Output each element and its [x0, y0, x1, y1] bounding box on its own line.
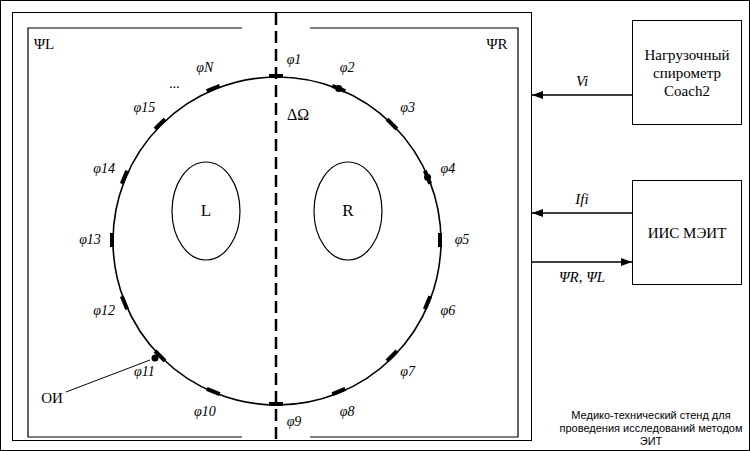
arrow-line: [532, 212, 632, 213]
electrode-label: φ6: [440, 303, 455, 318]
signal-label: Ifi: [573, 191, 590, 208]
electrode-label: φ5: [455, 232, 470, 247]
circle-outline: [113, 77, 441, 405]
electrode-label: φN: [196, 60, 213, 75]
electrode: [386, 350, 399, 363]
electrode: [154, 118, 167, 131]
electrode-label: φ9: [287, 414, 302, 429]
box-label: ИИС МЭИТ: [648, 224, 727, 242]
lung-ellipse: R: [313, 161, 383, 261]
electrode-label: φ13: [79, 232, 101, 247]
test-stand-box: Медико-технический стенд для проведения …: [12, 12, 532, 441]
object-circle: ΔΩ L R: [113, 77, 441, 405]
circle-outline: [113, 77, 441, 405]
region-bracket: [28, 28, 242, 437]
signal-arrow: [532, 258, 632, 266]
arrow-head: [621, 258, 632, 266]
signal-arrow: [532, 209, 632, 217]
electrode-label: φ4: [440, 161, 455, 176]
electrode-label: φ11: [134, 364, 155, 379]
callout-label: ОИ: [41, 390, 63, 407]
electrode-label: φ14: [93, 161, 115, 176]
stand-caption: Медико-технический стенд для проведения …: [556, 409, 746, 449]
arrow-head: [532, 91, 543, 99]
region-label: ΨL: [34, 36, 54, 53]
electrode-label: φ8: [340, 404, 355, 419]
arrow-line: [532, 94, 632, 95]
region-label: ΔΩ: [287, 105, 309, 124]
electrode-label: φ2: [340, 60, 355, 75]
electrode-label: φ7: [400, 364, 415, 379]
ellipse-outline: [314, 162, 382, 260]
signal-arrow: [532, 91, 632, 99]
signal-label: Vi: [574, 73, 590, 90]
lung-ellipse: L: [171, 161, 241, 261]
region-label: R: [342, 201, 353, 221]
electrode-label: ...: [169, 76, 180, 91]
electrode-label: φ10: [194, 404, 216, 419]
ellipse-outline: [172, 162, 240, 260]
region-label: ΨR: [486, 36, 507, 53]
device-box: Нагрузочный спирометр Coach2: [632, 20, 742, 125]
electrode-label: φ1: [287, 52, 302, 67]
box-label: Нагрузочный спирометр Coach2: [639, 46, 735, 100]
electrode-label: φ15: [134, 101, 156, 116]
signal-label: ΨR, ΨL: [557, 269, 607, 286]
electrode-label: φ12: [93, 303, 115, 318]
electrode-group: [110, 74, 442, 406]
arrow-line: [532, 261, 632, 262]
device-box: ИИС МЭИТ: [632, 180, 742, 285]
electrode-label: φ3: [400, 101, 415, 116]
arrow-head: [532, 209, 543, 217]
region-label: L: [201, 201, 211, 221]
